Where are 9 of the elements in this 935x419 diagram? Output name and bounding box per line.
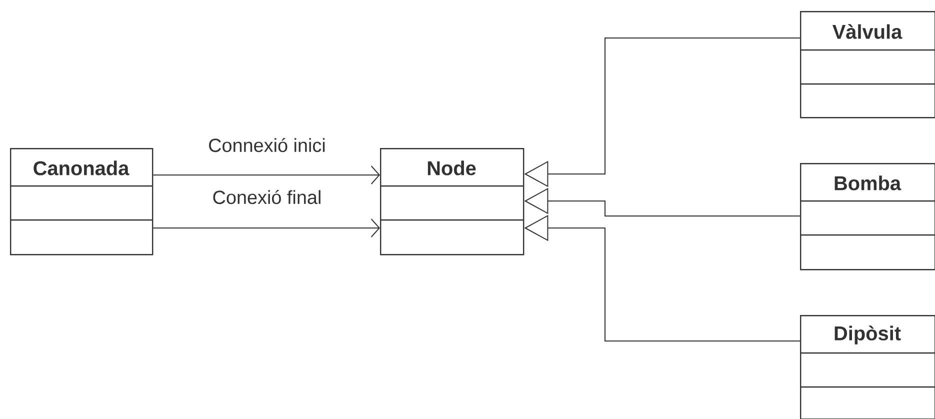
class-box: Bomba	[800, 163, 935, 270]
association-arrow	[152, 218, 380, 238]
class-box: Node	[380, 148, 524, 256]
edge-label: Conexió final	[211, 188, 323, 206]
association-arrow	[152, 166, 380, 184]
class-box: Canonada	[10, 148, 154, 256]
class-box: Dipòsit	[800, 315, 935, 419]
edge-label: Connexió inici	[207, 136, 327, 154]
class-box: Vàlvula	[800, 11, 935, 118]
